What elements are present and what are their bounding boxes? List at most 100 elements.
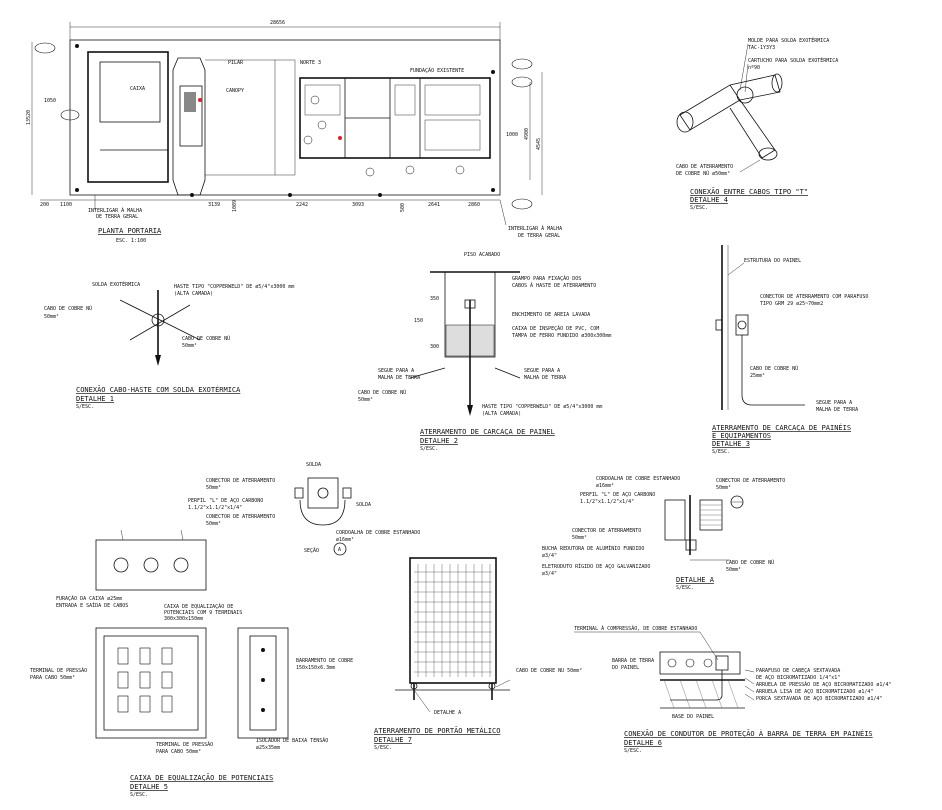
d2-dim3: 300: [430, 344, 439, 350]
d4-scale: S/ESC.: [690, 205, 708, 211]
d3-conector: CONECTOR DE ATERRAMENTO COM PARAFUSO: [760, 294, 868, 300]
d2-haste2: (ALTA CAMADA): [482, 411, 521, 417]
d6-terminal: TERMINAL À COMPRESSÃO, DE COBRE ESTANHAD…: [574, 625, 697, 632]
da2-cabo: CABO DE COBRE NÚ: [726, 559, 774, 566]
plan-bottom-dim-4: 2242: [296, 202, 308, 208]
d2-caixa: CAIXA DE INSPEÇÃO DE PVC, COM: [512, 325, 599, 332]
d2-cabo2: 50mm²: [358, 397, 373, 403]
plan-bottom-dim-2: 3139: [208, 202, 220, 208]
plan-label-fundacao: FUNDAÇÃO EXISTENTE: [410, 67, 464, 74]
da-conector: CONECTOR DE ATERRAMENTO: [206, 478, 275, 484]
plan-interligar2b: DE TERRA GERAL: [518, 233, 560, 239]
d4-detail: DETALHE 4: [690, 196, 728, 204]
da2-perfil: PERFIL "L" DE AÇO CARBONO: [580, 492, 655, 498]
d2-piso: PISO ACABADO: [464, 252, 500, 258]
d7-cabo: CABO DE COBRE NU 50mm²: [516, 668, 582, 674]
da2-perfil-b: 1.1/2"x1.1/2"x1/4": [580, 499, 634, 505]
d3-scale: S/ESC.: [712, 449, 730, 455]
d6-arruela1: ARRUELA DE PRESSÃO DE AÇO BICROMATIZADO …: [756, 681, 891, 688]
da2-cordoalha: CORDOALHA DE COBRE ESTANHADO: [596, 476, 680, 482]
d5-terminal2: TERMINAL DE PRESSÃO: [156, 741, 213, 748]
plan-bottom-dim-0: 200: [40, 202, 49, 208]
d4-cabo2: DE COBRE NÚ ø50mm²: [676, 170, 730, 177]
section-mark-icon: A: [333, 542, 347, 556]
plan-bottom-dim-7: 2641: [428, 202, 440, 208]
d5-terminal1: TERMINAL DE PRESSÃO: [30, 667, 87, 674]
d5-terminal2b: PARA CABO 50mm²: [156, 749, 201, 755]
d5-caixa: CAIXA DE EQUALIZAÇÃO DE: [164, 603, 233, 610]
detail-4-tee-connection: MOLDE PARA SOLDA EXOTÉRMICA TAC-1Y3Y3 CA…: [676, 36, 838, 211]
d3-cabo: CABO DE COBRE NÚ: [750, 365, 798, 372]
d2-enchimento: ENCHIMENTO DE AREIA LAVADA: [512, 312, 590, 318]
d1-scale: S/ESC.: [76, 404, 94, 410]
d4-molde-code: TAC-1Y3Y3: [748, 45, 775, 51]
svg-text:A: A: [338, 547, 341, 553]
d2-dim1: 150: [414, 318, 423, 324]
d1-title: CONEXÃO CABO-HASTE COM SOLDA EXOTÉRMICA: [76, 385, 241, 394]
d4-cartucho-code: nº90: [748, 65, 760, 71]
d7-detail: DETALHE 7: [374, 736, 412, 744]
d6-detail: DETALHE 6: [624, 739, 662, 747]
da2-eletroduto: ELETRODUTO RÍGIDO DE AÇO GALVANIZADO: [542, 562, 650, 570]
da-perfil-b: 1.1/2"x1.1/2"x1/4": [188, 505, 242, 511]
d3-segue: SEGUE PARA A: [816, 400, 852, 406]
d4-cartucho: CARTUCHO PARA SOLDA EXOTÉRMICA: [748, 56, 838, 64]
plan-dim-right2: 4900: [524, 128, 530, 140]
da-conector2: CONECTOR DE ATERRAMENTO: [206, 514, 275, 520]
d2-grampo2: CABOS À HASTE DE ATERRAMENTO: [512, 282, 596, 289]
da2-cordoalha-b: ø16mm²: [596, 483, 614, 489]
d4-title: CONEXÃO ENTRE CABOS TIPO "T": [690, 187, 808, 196]
detail-6-protection-bar: TERMINAL À COMPRESSÃO, DE COBRE ESTANHAD…: [574, 625, 891, 754]
d7-title: ATERRAMENTO DE PORTÃO METÁLICO: [374, 726, 500, 735]
d1-cabo1b: 50mm²: [44, 314, 59, 320]
d2-segue1b: MALHA DE TERRA: [378, 375, 420, 381]
plan-label-canopy: CANOPY: [226, 88, 244, 94]
plan-bottom-dim-6: 500: [400, 203, 406, 212]
d2-segue2b: MALHA DE TERRA: [524, 375, 566, 381]
d5-detail: DETALHE 5: [130, 783, 168, 791]
da-secao: SEÇÃO: [304, 547, 319, 554]
d2-segue1: SEGUE PARA A: [378, 368, 414, 374]
da-solda-2: SOLDA: [356, 502, 371, 508]
d6-parafuso: PARAFUSO DE CABEÇA SEXTAVADA: [756, 668, 840, 674]
plan-interligar1: INTERLIGAR À MALHA: [88, 207, 142, 214]
d2-dim2: 350: [430, 296, 439, 302]
plan-bottom-dim-8: 2860: [468, 202, 480, 208]
plan-dim-height: 13520: [26, 110, 32, 125]
d2-caixa2: TAMPA DE FERRO FUNDIDO ø300x300mm: [512, 333, 611, 339]
tee-cable-icon: [676, 73, 783, 161]
da-perfil: PERFIL "L" DE AÇO CARBONO: [188, 498, 263, 504]
d2-segue2: SEGUE PARA A: [524, 368, 560, 374]
plan-interligar1b: DE TERRA GERAL: [96, 214, 138, 220]
da2-bucha-b: ø3/4": [542, 553, 557, 559]
d5-furacao: FURAÇÃO DA CAIXA ø25mm: [56, 595, 122, 602]
d1-haste: HASTE TIPO "COPPERWELD" DE ø5/4"x3000 mm: [174, 284, 294, 290]
da2-cabo-b: 50mm²: [726, 567, 741, 573]
detail-3-equipment-grounding: ESTRUTURA DO PAINEL CONECTOR DE ATERRAME…: [712, 245, 868, 455]
d1-detail: DETALHE 1: [76, 395, 114, 403]
plan-title: PLANTA PORTARIA: [98, 227, 162, 235]
ground-rod-icon: [119, 290, 201, 366]
da-cordoalha-b: ø16mm²: [336, 537, 354, 543]
plan-bottom-dim-5: 3093: [352, 202, 364, 208]
detail-a: CORDOALHA DE COBRE ESTANHADO ø16mm² PERF…: [542, 476, 785, 591]
plan-dim-right1: 4545: [536, 138, 542, 150]
plan-bottom-dim-3: 1009: [232, 200, 238, 212]
da2-conector2-b: 50mm²: [572, 535, 587, 541]
d5-isolador: ISOLADOR DE BAIXA TENSÃO: [256, 737, 328, 744]
d1-solda: SOLDA EXOTÉRMICA: [92, 280, 140, 288]
plan-label-norte: NORTE 3: [300, 60, 321, 66]
d6-arruela2: ARRUELA LISA DE AÇO BICROMATIZADO ø1/4": [756, 689, 873, 695]
d5-title: CAIXA DE EQUALIZAÇÃO DE POTENCIAIS: [130, 773, 273, 782]
d2-cabo: CABO DE COBRE NÚ: [358, 389, 406, 396]
d3-detail: DETALHE 3: [712, 440, 750, 448]
d1-haste2: (ALTA CAMADA): [174, 291, 213, 297]
d5-caixa3: 300x300x150mm: [164, 616, 203, 622]
detail-5-equalization-box: FURAÇÃO DA CAIXA ø25mm ENTRADA E SAÍDA D…: [30, 529, 353, 798]
plan-dim-right3: 1000: [506, 132, 518, 138]
da2-conector-b: 50mm²: [716, 485, 731, 491]
d4-cabo: CABO DE ATERRAMENTO: [676, 164, 733, 170]
d5-scale: S/ESC.: [130, 792, 148, 798]
d6-barra: BARRA DE TERRA: [612, 658, 654, 664]
